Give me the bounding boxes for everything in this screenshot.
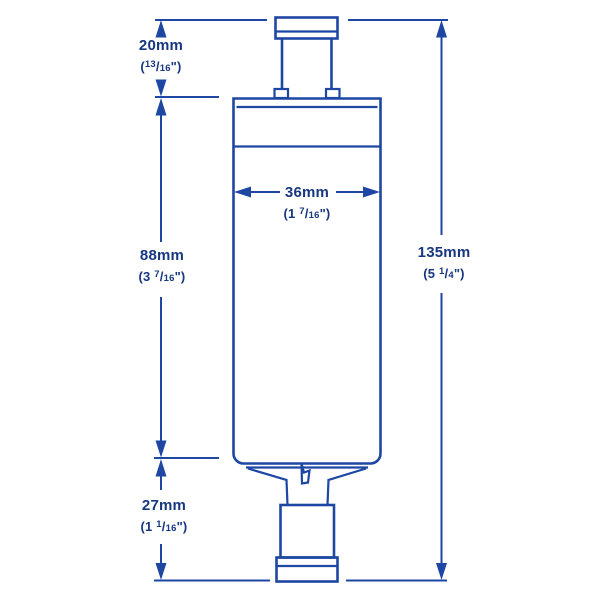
dim-36mm-imperial: (1 7/16") xyxy=(284,203,331,226)
pump-bottom-port xyxy=(247,463,367,583)
imperial-numerator: 7 xyxy=(299,205,305,217)
bottom-taper-right xyxy=(326,467,367,506)
dim-27mm-imperial: (1 1/16") xyxy=(141,516,188,539)
outlet-collar xyxy=(279,503,336,559)
dimension-lines xyxy=(154,19,448,582)
imperial-pre: (3 xyxy=(138,269,155,284)
dim-36-arrow-left xyxy=(234,186,251,198)
top-port-left-foot xyxy=(273,87,290,100)
imperial-slash: / xyxy=(304,206,309,221)
dim-135mm-value: 135mm xyxy=(417,244,471,261)
imperial-slash: / xyxy=(161,519,166,534)
dim-label-36mm: 36mm (1 7/16") xyxy=(284,183,331,226)
imperial-pre: (5 xyxy=(423,266,440,281)
dim-36-arrow-right xyxy=(363,186,380,198)
bottom-taper-left xyxy=(247,467,289,506)
imperial-slash: / xyxy=(159,269,164,284)
dim-20mm-value: 20mm xyxy=(138,37,184,54)
dim-20-arrow-up xyxy=(155,20,167,38)
dim-88-arrow-up xyxy=(155,98,167,116)
dim-88-arrow-down xyxy=(155,440,167,458)
dim-88mm-value: 88mm xyxy=(139,247,185,264)
dim-27mm-value: 27mm xyxy=(141,497,187,514)
dim-label-135mm: 135mm (5 1/4") xyxy=(418,243,471,286)
dim-135mm-imperial: (5 1/4") xyxy=(418,263,471,286)
retaining-clip xyxy=(300,463,311,485)
dim-36mm-value: 36mm xyxy=(284,184,330,201)
dim-135-arrow-up xyxy=(436,20,447,38)
pump-body xyxy=(232,97,382,469)
imperial-post: ") xyxy=(453,266,465,281)
imperial-denominator: 16 xyxy=(159,63,171,74)
imperial-denominator: 16 xyxy=(308,210,320,221)
imperial-pre: (1 xyxy=(140,519,157,534)
dim-27-arrow-up xyxy=(155,459,167,477)
imperial-slash: / xyxy=(155,59,160,74)
dim-135-arrow-down xyxy=(436,563,447,580)
dim-20mm-imperial: (13/16") xyxy=(139,56,183,79)
imperial-numerator: 13 xyxy=(144,58,156,70)
dim-label-20mm: 20mm (13/16") xyxy=(139,36,183,79)
dim-27-arrow-down xyxy=(155,563,167,580)
pump-top-port xyxy=(273,16,341,100)
outlet-end-cap xyxy=(275,556,339,583)
imperial-denominator: 16 xyxy=(163,273,175,284)
dim-88mm-imperial: (3 7/16") xyxy=(139,266,186,289)
top-port-cap xyxy=(274,16,339,40)
imperial-post: ") xyxy=(319,206,331,221)
dim-label-88mm: 88mm (3 7/16") xyxy=(139,246,186,289)
imperial-post: ") xyxy=(176,519,188,534)
imperial-numerator: 1 xyxy=(156,518,162,530)
imperial-post: ") xyxy=(170,59,182,74)
top-port-right-foot xyxy=(324,87,341,100)
dim-label-27mm: 27mm (1 1/16") xyxy=(141,496,188,539)
imperial-numerator: 1 xyxy=(439,265,445,277)
imperial-post: ") xyxy=(174,269,186,284)
imperial-pre: (1 xyxy=(283,206,300,221)
imperial-denominator: 4 xyxy=(448,270,454,281)
imperial-numerator: 7 xyxy=(154,268,160,280)
imperial-denominator: 16 xyxy=(165,523,177,534)
imperial-slash: / xyxy=(444,266,449,281)
dim-20-arrow-down xyxy=(155,79,167,97)
body-outline xyxy=(232,97,382,465)
imperial-pre: ( xyxy=(140,59,145,74)
